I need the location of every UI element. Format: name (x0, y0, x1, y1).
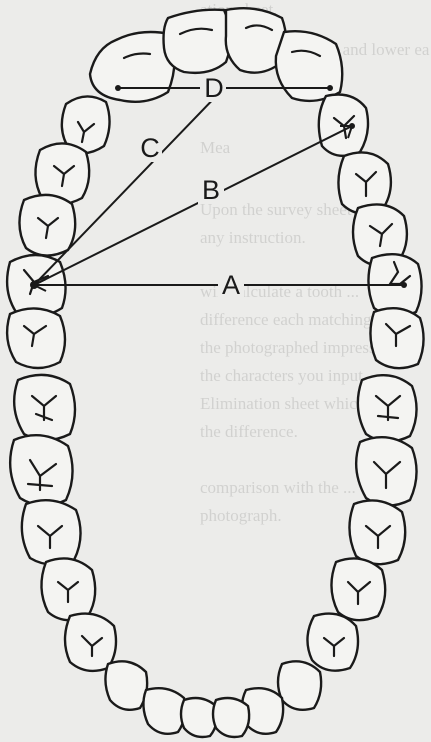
tooth-lower-left-central-incisor (143, 688, 185, 734)
tooth-upper-right-second-molar (370, 308, 423, 368)
label-D: D (204, 73, 224, 103)
tooth-lower-right-second-molar (358, 375, 417, 441)
tooth-lower-left-second-premolar (22, 500, 81, 564)
tooth-lower-right-canine (307, 614, 358, 671)
tooth-lower-left-lateral-incisor (105, 661, 147, 709)
tooth-upper-left-central-incisor (164, 10, 231, 73)
tooth-lower-middle-incisor-right (213, 698, 249, 737)
tooth-lower-left-first-premolar (41, 558, 95, 620)
tooth-lower-middle-incisor-left (181, 698, 217, 737)
tooth-lower-left-second-molar (14, 375, 75, 440)
tooth-lower-right-second-premolar (349, 500, 405, 564)
endpoint-A (401, 282, 407, 288)
label-C: C (140, 133, 160, 163)
tooth-upper-left-lateral-incisor (90, 32, 175, 102)
tooth-lower-right-lateral-incisor (278, 661, 321, 709)
tooth-lower-right-first-premolar (331, 558, 385, 620)
tooth-upper-right-lateral-incisor (276, 31, 342, 101)
endpoint-D-left (115, 85, 121, 91)
label-B: B (202, 175, 220, 205)
tooth-lower-right-first-molar (356, 437, 416, 505)
measurement-labels: D C B A (138, 73, 244, 300)
tooth-upper-left-second-premolar (19, 195, 75, 256)
tooth-lower-left-first-molar (10, 435, 72, 505)
tooth-lower-left-canine (65, 614, 116, 671)
label-A: A (222, 270, 240, 300)
tooth-upper-left-second-molar (7, 308, 65, 368)
endpoint-D-right (327, 85, 333, 91)
